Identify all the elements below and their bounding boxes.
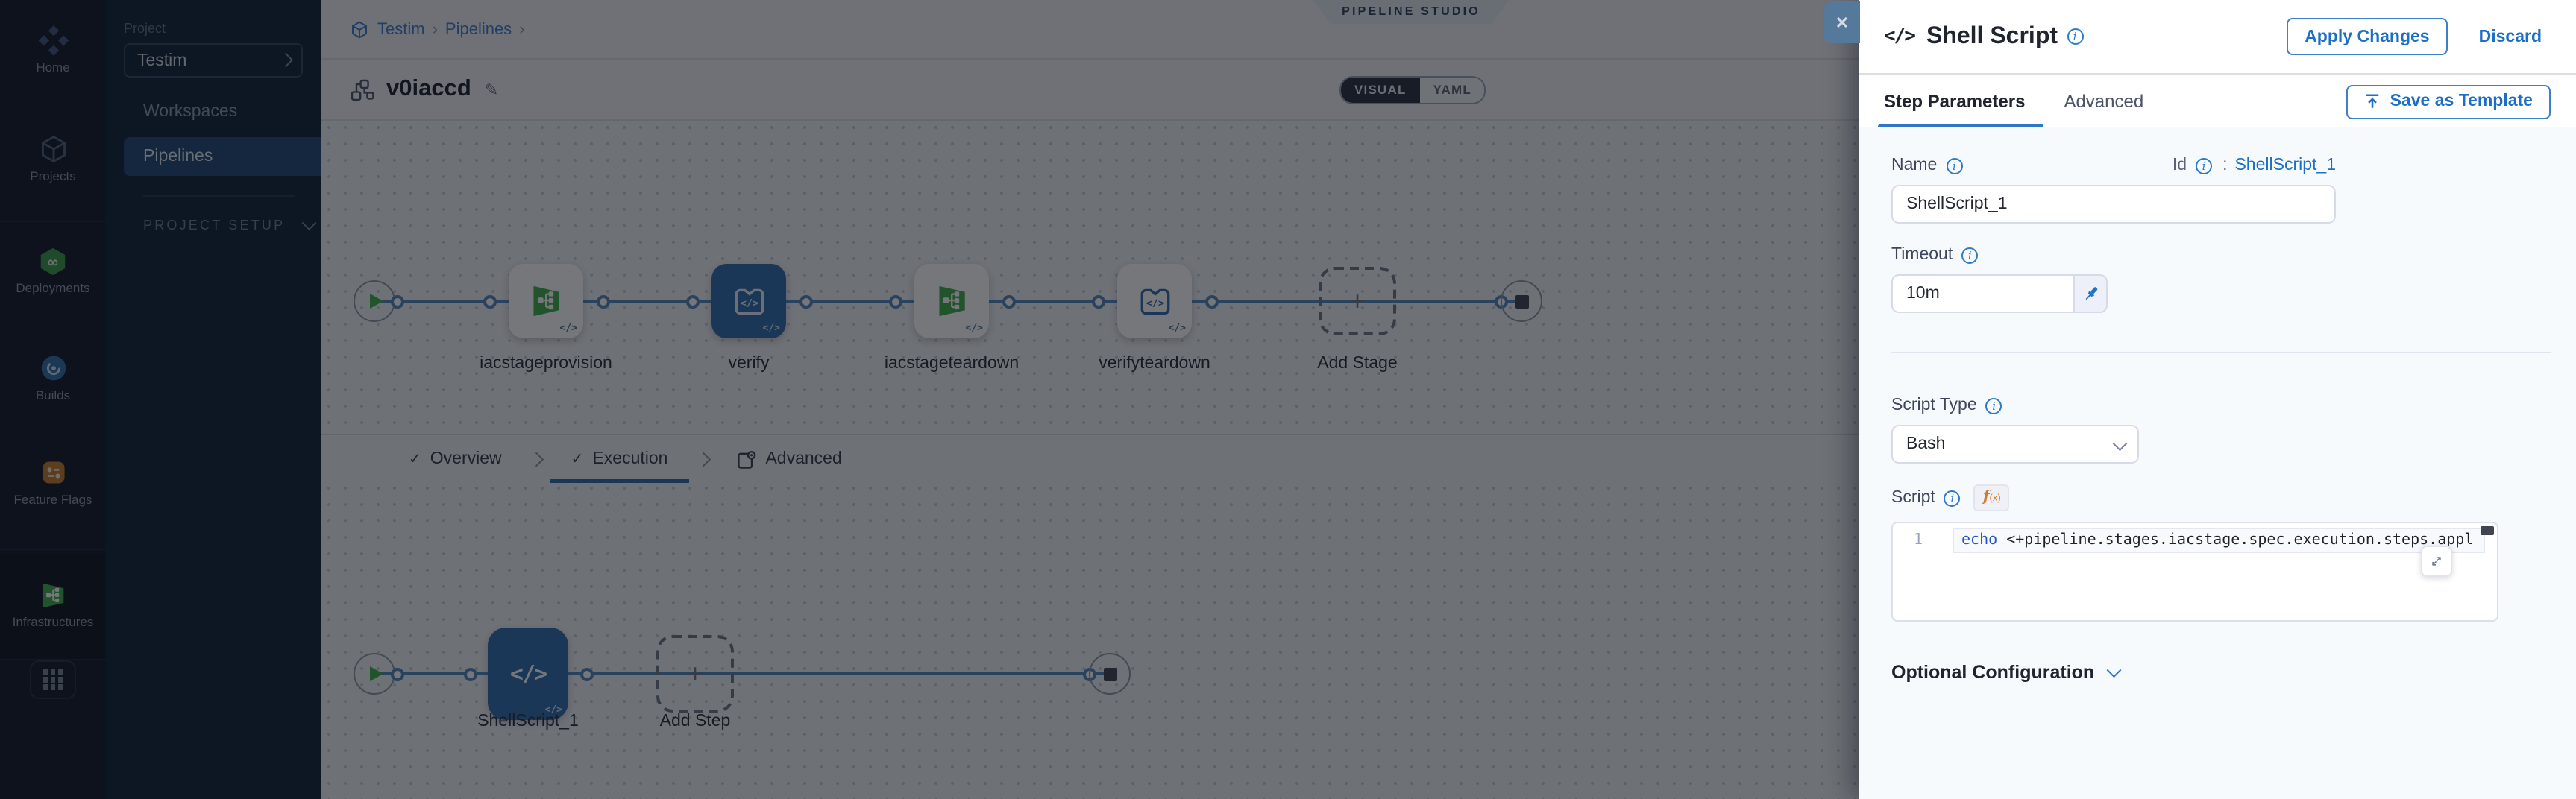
id-label: Id xyxy=(2172,157,2187,174)
timeout-field-group xyxy=(1891,274,2551,313)
script-code-editor[interactable]: 1 echo <+pipeline.stages.iacstage.spec.e… xyxy=(1891,522,2498,622)
script-type-select[interactable]: Bash xyxy=(1891,425,2139,464)
name-label: Name i xyxy=(1891,157,1963,174)
tab-step-advanced[interactable]: Advanced xyxy=(2064,91,2144,112)
step-id: Id i : ShellScript_1 xyxy=(2173,157,2336,174)
discard-button[interactable]: Discard xyxy=(2470,26,2551,47)
script-type-value: Bash xyxy=(1906,435,1946,453)
info-icon[interactable]: i xyxy=(2067,28,2084,45)
info-icon[interactable]: i xyxy=(1985,397,2002,414)
drawer-header: </> Shell Script i Apply Changes Discard xyxy=(1859,0,2576,75)
chevron-down-icon xyxy=(2112,435,2126,450)
expand-icon xyxy=(2432,557,2441,566)
script-label: Script i xyxy=(1891,489,1961,507)
drawer-close-button[interactable]: ✕ xyxy=(1824,1,1860,43)
fixed-value-pin-button[interactable] xyxy=(2075,274,2108,313)
info-icon[interactable]: i xyxy=(1961,247,1979,263)
timeout-input[interactable] xyxy=(1891,274,2075,313)
id-separator: : xyxy=(2222,157,2228,174)
info-icon[interactable]: i xyxy=(1944,490,1961,506)
expression-fx-button[interactable]: f(x) xyxy=(1973,484,2010,511)
editor-scrollbar-thumb[interactable] xyxy=(2481,526,2494,535)
name-input[interactable] xyxy=(1891,185,2336,224)
info-icon[interactable]: i xyxy=(2196,157,2213,174)
step-parameters-form: Name i Id i : ShellScript_1 Timeout i xyxy=(1859,127,2576,799)
timeout-label: Timeout i xyxy=(1891,246,2551,264)
editor-expand-button[interactable] xyxy=(2421,546,2452,577)
form-divider xyxy=(1891,352,2551,353)
drawer-title: Shell Script xyxy=(1926,23,2058,48)
script-label-row: Script i f(x) xyxy=(1891,484,2551,511)
apply-changes-button[interactable]: Apply Changes xyxy=(2287,18,2448,55)
close-icon: ✕ xyxy=(1835,14,1850,32)
code-text: echo <+pipeline.stages.iacstage.spec.exe… xyxy=(1961,532,2474,549)
optional-configuration-toggle[interactable]: Optional Configuration xyxy=(1891,662,2551,683)
pin-icon xyxy=(2085,287,2097,300)
chevron-down-icon xyxy=(2107,663,2121,678)
code-icon: </> xyxy=(1884,25,1916,48)
drawer-header-actions: Apply Changes Discard xyxy=(2287,18,2551,55)
tab-step-parameters[interactable]: Step Parameters xyxy=(1878,75,2043,128)
code-line[interactable]: echo <+pipeline.stages.iacstage.spec.exe… xyxy=(1953,528,2485,553)
save-as-template-button[interactable]: Save as Template xyxy=(2346,84,2551,119)
script-type-label: Script Type i xyxy=(1891,397,2551,414)
line-number: 1 xyxy=(1914,532,1923,549)
drawer-overlay-scrim[interactable] xyxy=(0,0,1859,799)
shell-script-drawer: </> Shell Script i Apply Changes Discard… xyxy=(1859,0,2576,799)
id-value-link[interactable]: ShellScript_1 xyxy=(2234,157,2336,174)
upload-icon xyxy=(2366,94,2379,108)
drawer-tabs: Step Parameters Advanced Save as Templat… xyxy=(1859,75,2576,128)
name-id-row: Name i Id i : ShellScript_1 xyxy=(1891,157,2336,174)
info-icon[interactable]: i xyxy=(1946,157,1963,174)
